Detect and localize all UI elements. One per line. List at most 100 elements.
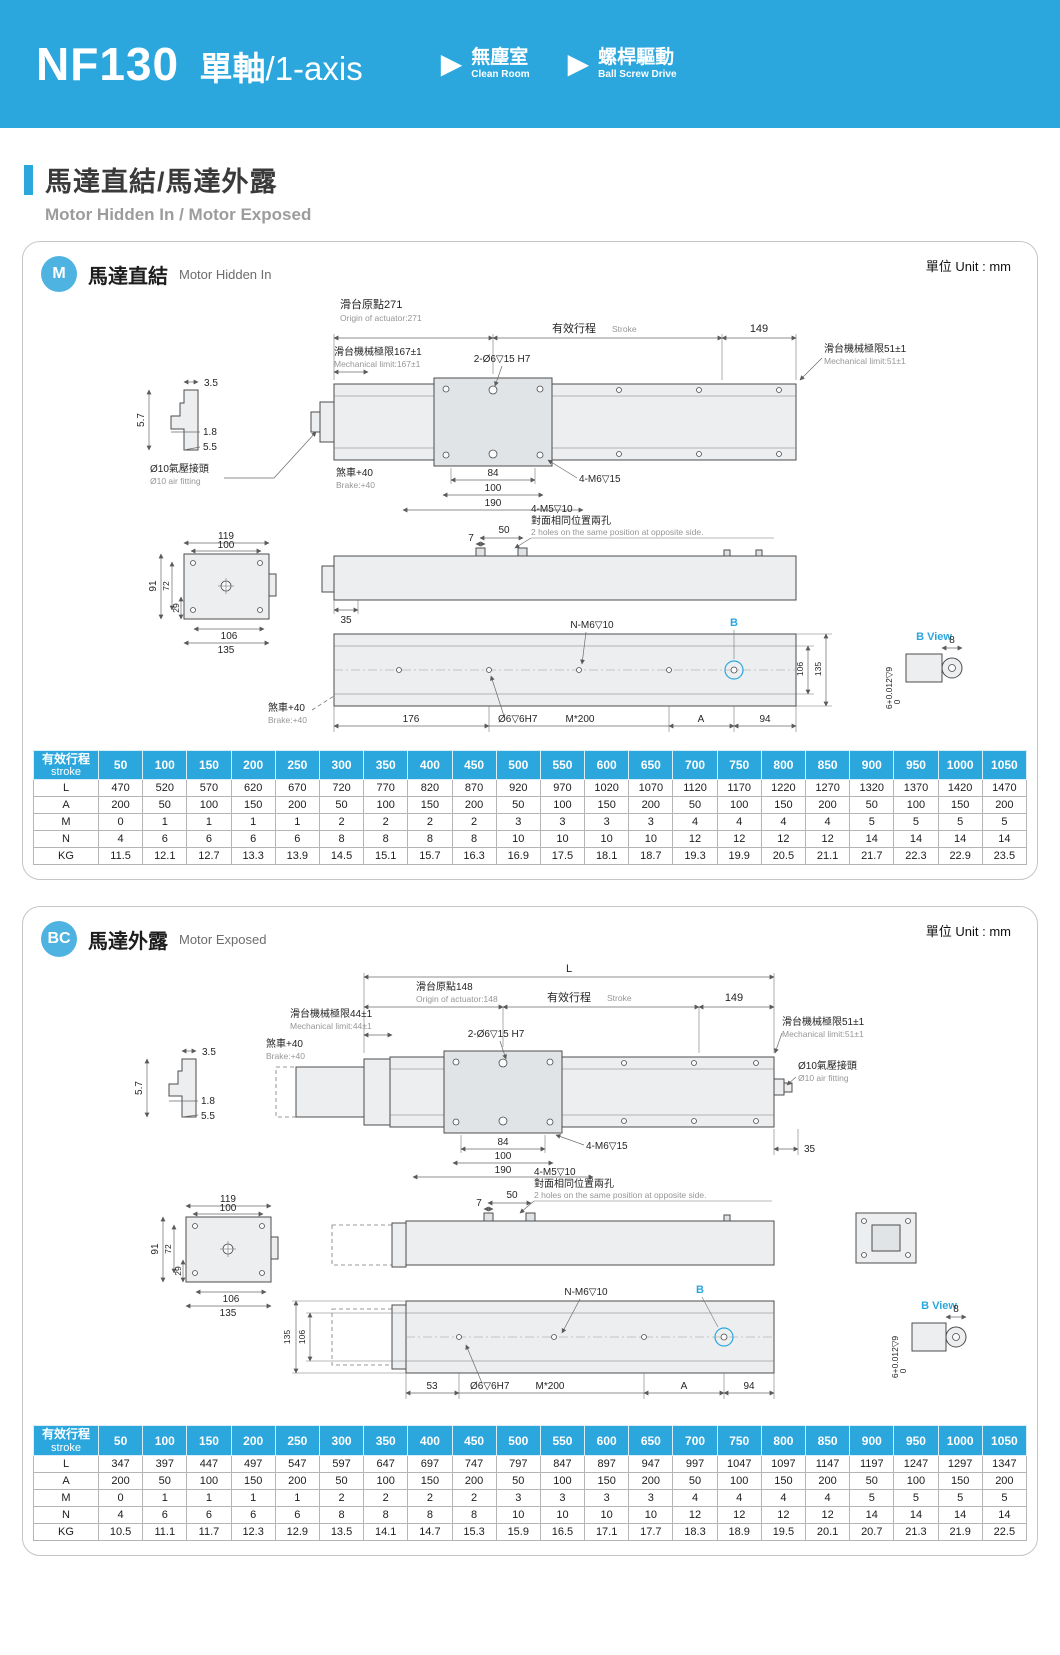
arrow-right-icon: ▶ [567,48,590,79]
spec-cell: 14 [893,1505,939,1524]
spec-cell: 2 [363,1488,409,1507]
unit-label: 單位 Unit : mm [925,924,1011,940]
spec-cell: 10 [584,1505,630,1524]
spec-cell: 18.1 [584,847,630,866]
spec-cell: 22.5 [981,1522,1028,1541]
spec-cell: 1 [186,813,232,832]
spec-cell: 1320 [849,779,895,798]
spec-cell: 150 [230,1471,276,1490]
dim-label: Mechanical limit:51±1 [782,1029,864,1039]
spec-cell: 1 [230,813,276,832]
dim-label: Ø10氣壓接頭 [150,462,209,475]
dim-label: Origin of actuator:271 [340,313,422,323]
spec-cell: 16.9 [495,847,541,866]
spec-cell: 100 [363,1471,409,1490]
stroke-value-cell: 850 [804,749,851,781]
dim-label: 106 [297,1330,307,1344]
stroke-value-cell: 450 [451,1425,497,1456]
stroke-value-cell: 300 [318,1425,365,1456]
stroke-value-cell: 1050 [981,1425,1028,1456]
spec-cell: 5 [981,813,1028,832]
dim-label: A [698,714,705,725]
spec-cell: 15.1 [363,847,409,866]
spec-cell: 12 [804,1505,851,1524]
spec-cell: 12 [672,830,718,849]
dim-label: 煞車+40 [266,1037,303,1050]
dim-label: 4-M5▽10 [531,504,573,515]
stroke-value-cell: 650 [628,749,674,781]
spec-cell: 200 [628,1471,674,1490]
spec-cell: 12.1 [142,847,188,866]
spec-cell: 547 [274,1454,320,1473]
spec-cell: 5 [893,1488,939,1507]
row-label-cell: L [33,779,99,798]
panel-head-motor-exposed: BC 馬達外露 Motor Exposed [41,921,1027,958]
spec-cell: 8 [318,1505,365,1524]
spec-cell: 15.9 [495,1522,541,1541]
dim-label: 3.5 [202,1047,216,1058]
spec-cell: 200 [97,796,144,815]
coupling-housing [391,1222,407,1268]
spec-cell: 0 [97,1488,144,1507]
dim-label: 滑台機械極限167±1 [334,345,422,358]
stroke-value-cell: 400 [407,1425,453,1456]
side-profile-view: 3.5 5.7 1.8 5.5 [134,1047,216,1122]
spec-cell: 150 [584,1471,630,1490]
spec-cell: 5 [937,813,983,832]
spec-cell: 150 [584,796,630,815]
spec-cell: 597 [318,1454,365,1473]
spec-cell: 100 [893,1471,939,1490]
spec-cell: 1 [142,1488,188,1507]
stroke-value-cell: 250 [274,749,320,781]
spec-cell: 50 [142,1471,188,1490]
spec-cell: 747 [451,1454,497,1473]
spec-cell: 10 [539,1505,586,1524]
spec-cell: 6 [230,830,276,849]
spec-cell: 647 [363,1454,409,1473]
coupling-housing [391,1304,407,1370]
end-cap [319,401,335,443]
dim-label: 135 [813,662,823,676]
stroke-value-cell: 550 [539,749,586,781]
spec-cell: 6 [142,830,188,849]
spec-cell: 10 [628,1505,674,1524]
dim-label: Origin of actuator:148 [416,994,498,1004]
spec-cell: 20.7 [849,1522,895,1541]
dim-label: 106 [221,631,238,642]
spec-cell: 50 [495,1471,541,1490]
spec-cell: 200 [274,796,320,815]
spec-cell: 19.9 [716,847,762,866]
stroke-value-cell: 100 [142,749,188,781]
dim-label: 106 [795,662,805,676]
elevation-body [405,1220,775,1266]
row-label-cell: A [33,796,99,815]
stroke-value-cell: 900 [849,1425,895,1456]
stroke-value-cell: 150 [186,1425,232,1456]
spec-cell: 1120 [672,779,718,798]
spec-cell: 5 [893,813,939,832]
spec-cell: 50 [495,796,541,815]
dim-label: 8 [949,635,955,646]
top-view: L 滑台原點148 Origin of actuator:148 有效行程 St… [266,963,865,1180]
stroke-header-cn: 有效行程 [41,1427,90,1442]
dim-label: 35 [340,615,352,626]
spec-cell: 770 [363,779,409,798]
spec-cell: 620 [230,779,276,798]
spec-cell: 150 [937,796,983,815]
spec-cell: 897 [584,1454,630,1473]
stroke-value-cell: 800 [760,749,807,781]
dim-label: M*200 [566,714,595,725]
spec-cell: 1070 [628,779,674,798]
stroke-value-cell: 900 [849,749,895,781]
rear-end-view [855,1212,917,1264]
spec-cell: 8 [363,1505,409,1524]
spec-cell: 19.5 [760,1522,807,1541]
panel-title-cn: 馬達直結 [88,265,168,288]
spec-cell: 1197 [849,1454,895,1473]
elevation-body [333,555,797,601]
spec-cell: 10 [539,830,586,849]
dim-label: 6+0.012▽9 [890,1336,900,1378]
